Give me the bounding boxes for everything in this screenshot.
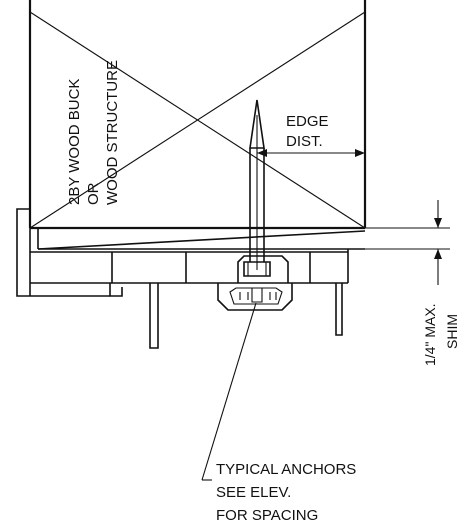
wood-label-group-3: WOOD STRUCTURE [104, 60, 121, 205]
screw-washer [251, 288, 263, 303]
wood-label-group-1: 2BY WOOD BUCK [66, 79, 83, 205]
anchor-screw [243, 99, 271, 303]
wood-buck [28, 0, 367, 230]
dim-arrow-top [434, 218, 442, 228]
edge-dim-arrow-left [257, 149, 267, 157]
wood-or-label: OR [85, 182, 102, 205]
max-label: 1/4" MAX. [422, 303, 438, 366]
dim-arrow-bottom [434, 249, 442, 259]
wood-cross-line-b [29, 11, 366, 229]
shim-dimension [348, 200, 450, 285]
edge-dist-label-1: EDGE [286, 113, 329, 130]
wood-structure-label: WOOD STRUCTURE [104, 60, 121, 205]
frame-extrusion [16, 208, 349, 349]
frame-nail-fin [16, 208, 30, 297]
note-line-3: FOR SPACING [216, 507, 318, 524]
screw-head [243, 261, 271, 277]
shim-wedge [37, 228, 366, 250]
anchor-note-leader [201, 302, 257, 481]
edge-dist-label-2: DIST. [286, 133, 323, 150]
shim-label: SHIM [444, 314, 460, 349]
frame-gasket-teeth [239, 292, 277, 300]
edge-distance-dimension [257, 149, 365, 157]
wood-label-group-2: OR [85, 182, 102, 205]
shim-label-group: SHIM [444, 314, 460, 349]
max-label-group: 1/4" MAX. [422, 303, 438, 366]
leader-line [201, 302, 257, 481]
edge-dim-arrow-right [355, 149, 365, 157]
frame-anchor-pocket [237, 255, 289, 283]
frame-leg-left [149, 283, 159, 349]
wood-buck-label: 2BY WOOD BUCK [66, 79, 83, 205]
frame-gasket [229, 287, 283, 305]
frame-leg-right [335, 283, 343, 336]
note-line-1: TYPICAL ANCHORS [216, 461, 356, 478]
shim-slope [37, 230, 366, 250]
note-line-2: SEE ELEV. [216, 484, 291, 501]
frame-hook [109, 283, 123, 297]
frame-glazing-snap [217, 283, 293, 311]
screw-head-detail [247, 262, 267, 276]
